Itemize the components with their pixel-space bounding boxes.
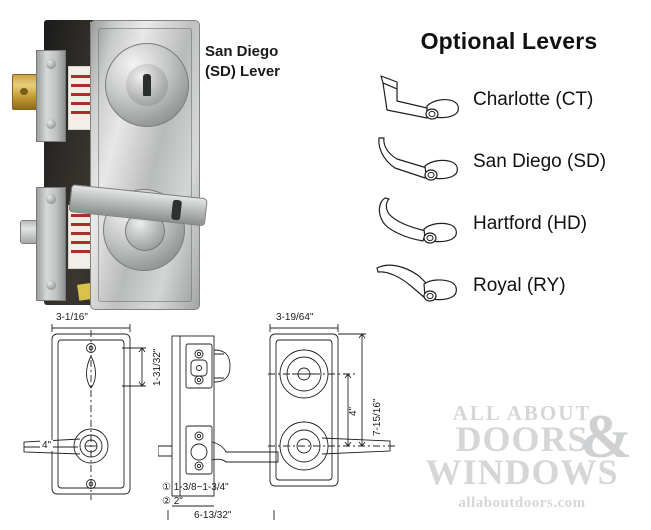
- lever-option-san-diego[interactable]: San Diego (SD): [375, 131, 643, 193]
- faceplate-screw-icon: [46, 194, 56, 204]
- watermark-logo: ALL ABOUT DOORS WINDOWS & allaboutdoors.…: [398, 401, 646, 512]
- dim-front-lever-length-label: 4": [40, 440, 54, 451]
- key-cylinder-face: [126, 64, 168, 106]
- san-diego-lever-callout: San Diego (SD) Lever: [205, 42, 323, 83]
- lever-option-charlotte[interactable]: Charlotte (CT): [375, 69, 643, 131]
- dimension-diagram-front-view: 3-1/16" 1-31/32" 4": [22, 312, 163, 512]
- lever-option-hartford[interactable]: Hartford (HD): [375, 193, 643, 255]
- faceplate-screw-icon: [46, 119, 56, 129]
- lever-option-label: San Diego (SD): [473, 151, 607, 172]
- lever-royal-icon: [375, 256, 467, 317]
- sd-callout-line2: (SD) Lever: [205, 63, 281, 81]
- lever-option-label: Charlotte (CT): [473, 89, 594, 110]
- lever-san-diego-icon: [375, 132, 467, 193]
- watermark-line2: DOORS: [455, 419, 589, 460]
- sd-callout-line1: San Diego: [205, 43, 279, 60]
- product-photo: [12, 12, 208, 312]
- faceplate-screw-icon: [46, 59, 56, 69]
- dim-side-width-label: 3-19/64": [276, 312, 314, 323]
- dim-side-overall-label: 7-15/16": [372, 398, 383, 436]
- dim-edge-note-2: ② 2": [162, 496, 183, 507]
- dimension-diagram-side-view: 3-19/64" 4" 7-15/16": [262, 312, 402, 502]
- watermark-line1: ALL ABOUT: [452, 401, 592, 425]
- faceplate-screw-icon: [46, 280, 56, 290]
- lever-option-label: Royal (RY): [473, 275, 566, 296]
- faceplate-bottom: [36, 187, 66, 301]
- faceplate-top: [36, 50, 66, 142]
- watermark-url: allaboutdoors.com: [458, 494, 586, 511]
- dimension-diagram-edge-view: ① 1-3/8~1-3/4" ② 2" 6-13/32": [157, 330, 286, 525]
- dim-edge-note-1: ① 1-3/8~1-3/4": [162, 482, 229, 493]
- optional-levers-title: Optional Levers: [420, 28, 598, 54]
- lever-option-royal[interactable]: Royal (RY): [375, 255, 643, 317]
- lever-option-label: Hartford (HD): [473, 213, 588, 234]
- optional-levers-section: Optional Levers Charlotte (CT): [375, 28, 643, 317]
- dim-edge-overall-height-label: 6-13/32": [194, 510, 232, 521]
- keyway-icon: [143, 74, 151, 96]
- escutcheon-plate: [90, 20, 200, 310]
- lever-hartford-icon: [375, 194, 467, 255]
- watermark-ampersand: &: [580, 403, 632, 471]
- dim-side-lever-center-label: 4": [348, 406, 359, 416]
- deadbolt-cylinder: [105, 43, 189, 127]
- watermark-line3: WINDOWS: [425, 452, 619, 493]
- lever-charlotte-icon: [375, 70, 467, 131]
- dim-front-width-label: 3-1/16": [56, 312, 88, 323]
